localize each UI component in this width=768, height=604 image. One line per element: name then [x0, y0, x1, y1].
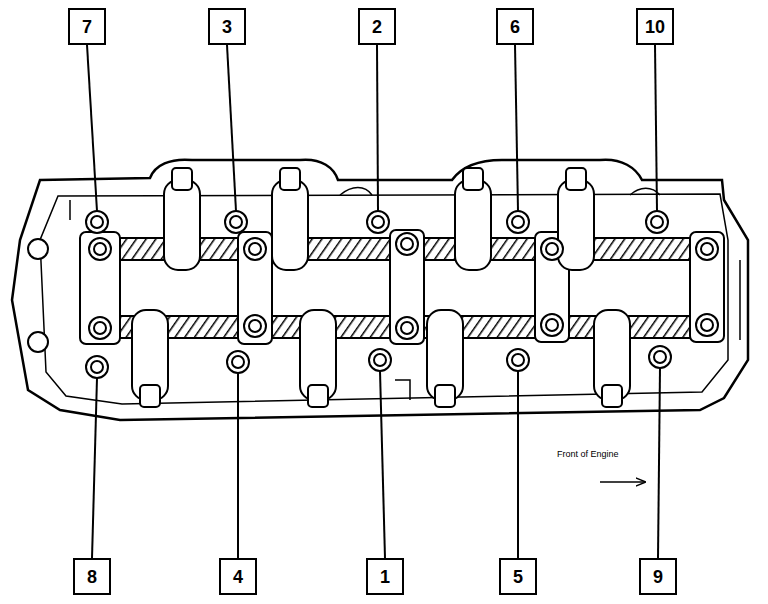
shaft-bolt	[28, 233, 718, 352]
direction-label: Front of Engine	[556, 449, 620, 459]
callout-number: 4	[233, 568, 243, 586]
front-arrow	[600, 481, 645, 483]
callout-box: 2	[358, 8, 396, 45]
callout-number: 1	[380, 568, 390, 586]
leader-line	[87, 45, 660, 558]
head-bolt	[86, 211, 671, 378]
callout-number: 6	[510, 18, 520, 36]
callout-box: 6	[496, 8, 534, 45]
callout-number: 5	[513, 568, 523, 586]
callout-box: 8	[73, 558, 111, 595]
callout-box: 10	[636, 8, 674, 45]
rocker-arm	[164, 168, 594, 270]
callout-box: 3	[208, 8, 246, 45]
callout-box: 4	[219, 558, 257, 595]
callout-number: 8	[87, 568, 97, 586]
callout-number: 10	[645, 18, 665, 36]
callout-number: 2	[372, 18, 382, 36]
callout-box: 7	[68, 8, 106, 45]
head-flange	[40, 194, 728, 404]
callout-number: 7	[82, 18, 92, 36]
callout-number: 3	[222, 18, 232, 36]
callout-box: 5	[499, 558, 537, 595]
callout-box: 1	[366, 558, 404, 595]
callout-number: 9	[653, 568, 663, 586]
callout-box: 9	[639, 558, 677, 595]
